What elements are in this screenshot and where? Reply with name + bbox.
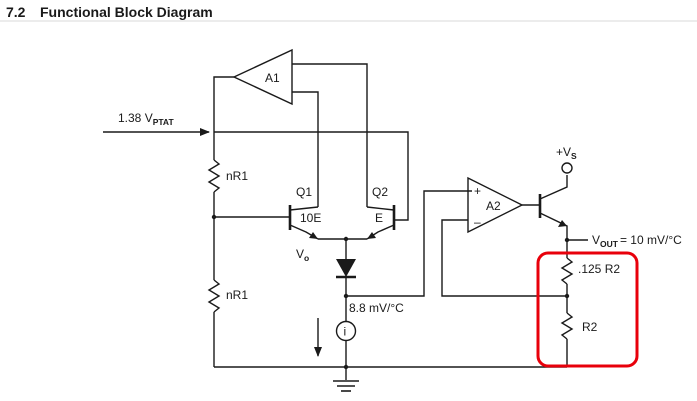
resistor-nr1-bottom	[207, 279, 221, 313]
nr1-top-label: nR1	[226, 169, 248, 183]
q1-emitter-arrow	[309, 232, 318, 239]
reference-line	[214, 131, 409, 221]
supply-label-main: +V	[556, 145, 571, 159]
transistor-q1: Q1 10E	[288, 185, 321, 240]
a1-output-wire	[213, 76, 234, 132]
transistor-q2: Q2 E	[366, 185, 396, 240]
a2-plus-input-wire	[346, 190, 472, 297]
ground-symbol	[333, 380, 359, 392]
vo-label-main: V	[296, 247, 304, 261]
mv88-label: 8.8 mV/°C	[349, 301, 404, 315]
resistor-nr1-top	[207, 159, 221, 193]
section-number: 7.2	[6, 4, 26, 20]
a2-minus-sign: –	[474, 215, 481, 229]
r2-label: R2	[582, 320, 598, 334]
q1-collector	[289, 206, 319, 211]
current-source-label: i	[344, 325, 347, 339]
q2-label: Q2	[372, 185, 388, 199]
resistor-125r2	[560, 257, 574, 285]
input-label: 1.38 VPTAT	[118, 111, 174, 127]
a1-label: A1	[265, 71, 280, 85]
vout-label-sub: OUT	[600, 239, 619, 249]
highlight-box	[536, 251, 639, 368]
a2-feedback-wire	[441, 219, 567, 297]
vout-label-main: V	[592, 233, 600, 247]
a2-plus-sign: +	[474, 184, 481, 198]
q1-label: Q1	[296, 185, 312, 199]
amplifier-a1-triangle	[232, 48, 293, 106]
vo-label-sub: o	[304, 253, 309, 263]
input-label-sub: PTAT	[153, 117, 175, 127]
a1-input-to-q1	[292, 91, 319, 207]
r125-label: .125 R2	[578, 262, 620, 276]
section-title: Functional Block Diagram	[40, 4, 213, 20]
diode-symbol	[336, 259, 356, 277]
q2-area-label: E	[375, 211, 383, 225]
vout-label: VOUT= 10 mV/°C	[592, 233, 682, 249]
a2-label: A2	[486, 199, 501, 213]
supply-label: +VS	[556, 145, 577, 161]
output-transistor	[538, 175, 568, 236]
node-divider	[564, 293, 570, 299]
supply-label-sub: S	[571, 151, 577, 161]
supply-terminal	[561, 162, 573, 174]
output-collector	[539, 175, 568, 200]
q1-area-label: 10E	[300, 211, 321, 225]
vout-label-rest: = 10 mV/°C	[620, 233, 682, 247]
a1-input-to-q2	[292, 63, 368, 207]
q2-collector	[366, 206, 395, 211]
output-emitter-arrow	[558, 220, 567, 227]
node-ground	[343, 364, 349, 370]
vo-label: Vo	[296, 247, 309, 263]
amplifier-a2-triangle	[467, 176, 524, 234]
amplifier-a1: A1	[232, 48, 293, 106]
resistor-r2	[560, 312, 574, 340]
input-label-main: 1.38 V	[118, 111, 153, 125]
nr1-bottom-label: nR1	[226, 288, 248, 302]
amplifier-a2: + – A2	[467, 176, 524, 234]
q2-emitter-arrow	[367, 232, 376, 239]
